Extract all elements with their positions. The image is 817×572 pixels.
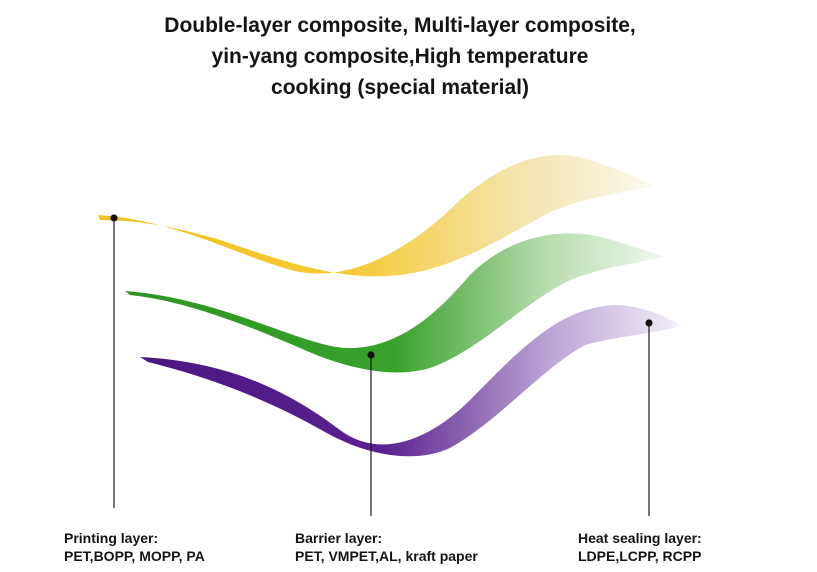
printing-layer-materials: PET,BOPP, MOPP, PA xyxy=(64,548,205,564)
barrier-marker-dot xyxy=(367,351,375,359)
printing-layer-name: Printing layer: xyxy=(64,530,159,546)
printing-marker-dot xyxy=(110,214,118,222)
heat-sealing-layer-name: Heat sealing layer: xyxy=(578,530,702,546)
heat-sealing-layer-materials: LDPE,LCPP, RCPP xyxy=(578,548,702,564)
barrier-layer-label: Barrier layer: PET, VMPET,AL, kraft pape… xyxy=(295,529,478,565)
diagram-title: Double-layer composite, Multi-layer comp… xyxy=(100,10,700,103)
heat-sealing-layer-label: Heat sealing layer: LDPE,LCPP, RCPP xyxy=(578,529,702,565)
heat-sealing-layer-sheet xyxy=(140,305,680,457)
title-line: yin-yang composite,High temperature xyxy=(211,45,589,68)
printing-layer-label: Printing layer: PET,BOPP, MOPP, PA xyxy=(64,529,205,565)
title-line: cooking (special material) xyxy=(271,76,529,99)
barrier-layer-materials: PET, VMPET,AL, kraft paper xyxy=(295,548,478,564)
barrier-layer-name: Barrier layer: xyxy=(295,530,383,546)
barrier-layer-sheet xyxy=(125,233,665,373)
heat-sealing-marker-dot xyxy=(645,319,653,327)
printing-layer-sheet xyxy=(98,154,652,277)
title-line: Double-layer composite, Multi-layer comp… xyxy=(164,14,636,37)
